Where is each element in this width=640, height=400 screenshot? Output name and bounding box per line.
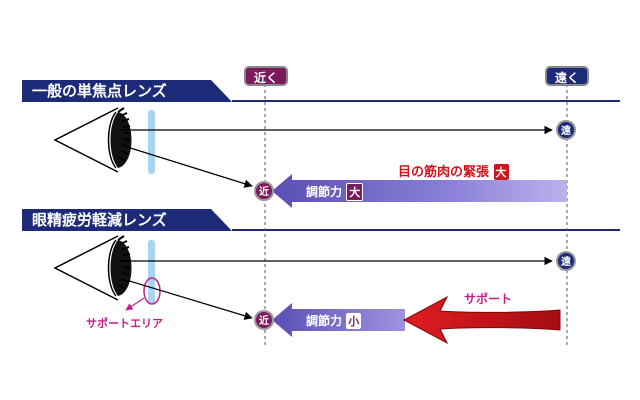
small-box: 小 [346,313,362,329]
far-badge-1: 遠 [556,120,576,140]
lens-2 [148,240,155,304]
section2-header: 眼精疲労軽減レンズ [22,209,232,231]
support-area-circle [143,277,161,305]
near-badge-1: 近 [254,181,274,201]
support-label: サポート [464,292,513,306]
large-box-red: 大 [493,164,509,180]
support-area-pointer [125,297,145,311]
near-tag: 近く [244,66,289,86]
near-badge-2: 近 [254,310,274,330]
far-tag: 遠く [545,66,590,86]
muscle-tension-label: 目の筋肉の緊張 大 [398,164,509,180]
large-box: 大 [346,183,364,201]
eye-icon-1 [53,107,132,173]
near-sight-line-1 [123,145,253,188]
near-sight-line-2 [125,279,253,320]
far-badge-2: 遠 [556,251,576,271]
accommodation-label-1: 調節力 大 [306,183,364,201]
eye-icon-2 [53,235,132,301]
accommodation-label-2: 調節力 小 [306,313,362,329]
section1-header: 一般の単焦点レンズ [22,80,232,102]
lens-1 [148,110,155,174]
accommodation-arrow-2 [272,303,405,337]
support-area-label: サポートエリア [86,317,163,330]
accommodation-arrow-1 [272,174,567,208]
support-arrow [402,295,561,345]
